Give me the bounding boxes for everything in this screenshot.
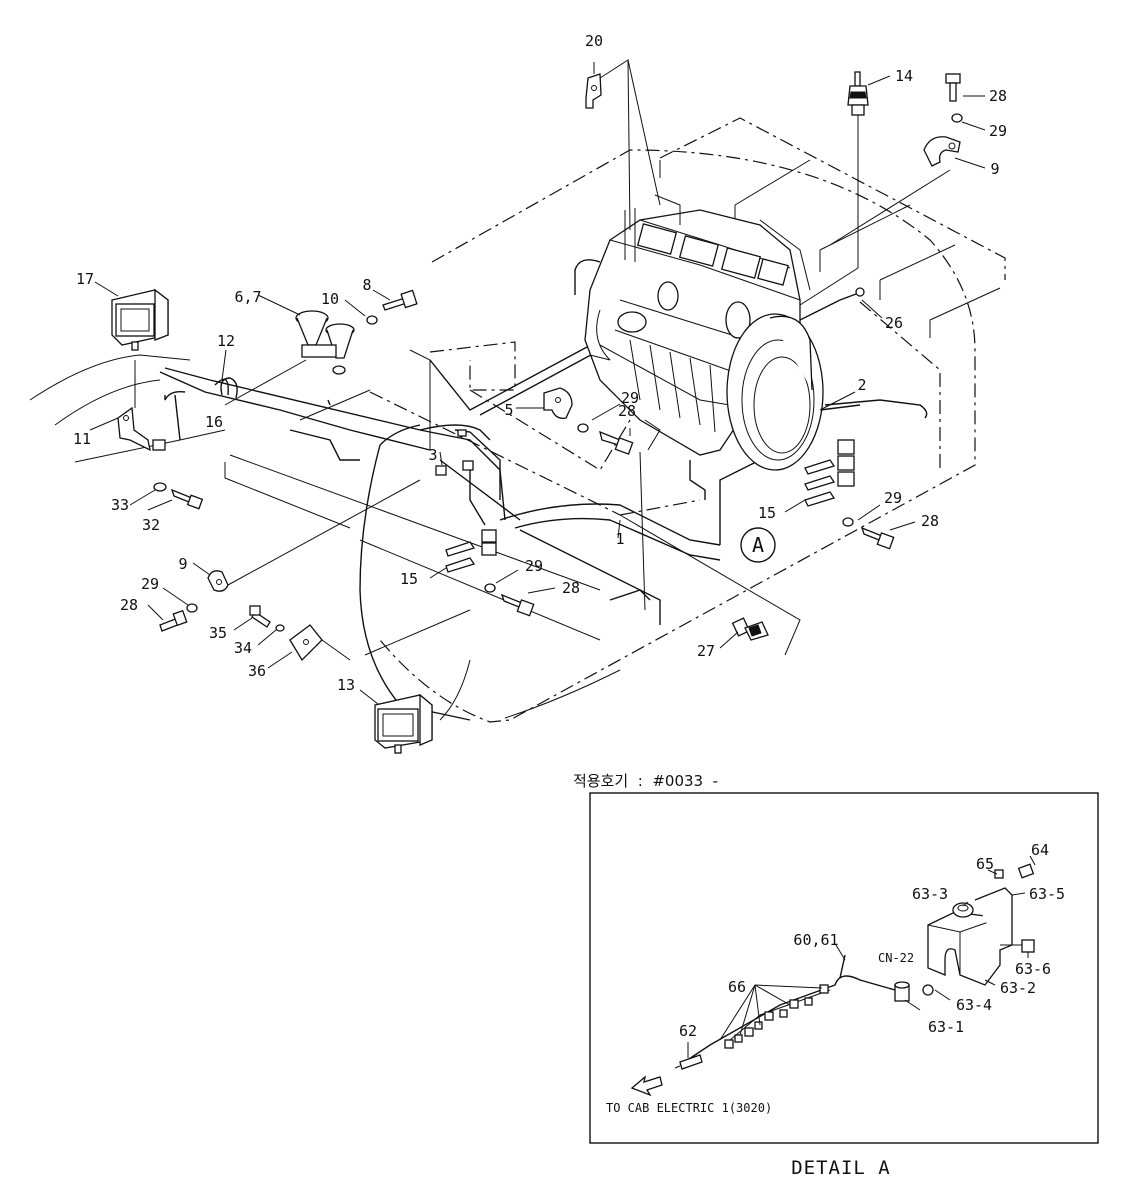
callout-15: 15 [758,504,776,522]
callout-15-b: 15 [400,570,418,588]
callout-1: 1 [615,530,624,548]
connector-label-cn22: CN-22 [878,951,914,965]
detail-a-title: DETAIL A [791,1157,891,1179]
part-28-bolt-c [860,526,895,550]
part-11-bracket [117,360,166,452]
part-12-clip [220,377,238,399]
callout-29-d: 29 [141,575,159,593]
callout-9: 9 [990,160,999,178]
engine [584,194,824,471]
detail-a-marker-letter: A [752,533,764,557]
callout-32: 32 [142,516,160,534]
part-28-bolt [945,73,961,102]
part-10-washer [366,315,378,325]
part-28-bolt-e [159,609,188,632]
part-33-washer [153,482,167,492]
callout-13: 13 [337,676,355,694]
callout-8: 8 [362,276,371,294]
callout-33: 33 [111,496,129,514]
detail-a-panel: 적용호기 : #0033 - [573,772,1099,1144]
wire-harness [159,259,928,625]
part-28-bolt-d [500,593,535,617]
callout-36: 36 [248,662,266,680]
part-35-bolt [249,605,271,628]
callout-34: 34 [234,639,252,657]
callout-16: 16 [205,413,223,431]
part-29-washer-d [484,583,496,593]
part-14-sensor [847,71,869,116]
callout-63-6: 63-6 [1015,960,1051,978]
part-27-sensor [731,617,769,641]
cab-direction-arrow [630,1075,663,1097]
part-29-washer-e [186,603,198,613]
callout-63-4: 63-4 [956,996,992,1014]
serial-applicability-note: 적용호기 : #0033 - [573,772,718,790]
part-8-bolt [382,289,418,311]
callout-62: 62 [679,1022,697,1040]
callout-28-c: 28 [921,512,939,530]
callout-28-d: 28 [120,596,138,614]
callout-29-b: 29 [621,389,639,407]
part-36-plate [289,624,351,662]
callout-11: 11 [73,430,91,448]
part-34-washer [275,624,285,632]
callout-14: 14 [895,67,913,85]
callout-17: 17 [76,270,94,288]
part-29-washer-c [842,517,854,527]
part-5-clamp [543,387,573,419]
part-63-1-pump [894,981,934,1002]
callout-9-b: 9 [178,555,187,573]
part-15-relays [804,439,855,507]
detail-leader-lines [687,855,1036,1058]
part-17-work-lamp [111,288,169,351]
callout-66: 66 [728,978,746,996]
callout-63-2: 63-2 [1000,979,1036,997]
callout-65: 65 [976,855,994,873]
part-26-terminal [799,287,865,321]
callout-3: 3 [428,446,437,464]
callout-63-5: 63-5 [1029,885,1065,903]
callout-63-1: 63-1 [928,1018,964,1036]
part-9-clamp-b [207,479,421,592]
callout-5: 5 [504,401,513,419]
part-28-bolt-b [599,430,634,455]
part-29-washer-b [577,423,589,433]
part-6-7-horn [295,310,355,375]
callout-10: 10 [321,290,339,308]
callout-labels: 20 14 28 29 9 17 6,7 10 8 26 12 16 11 5 … [73,32,1007,694]
callout-12: 12 [217,332,235,350]
callout-26: 26 [885,314,903,332]
detail-a-marker: A [740,527,776,563]
callout-29: 29 [989,122,1007,140]
callout-28-b: 28 [618,402,636,420]
callout-6-7: 6,7 [234,288,261,306]
callout-63-3: 63-3 [912,885,948,903]
callout-28-e: 28 [562,579,580,597]
callout-20: 20 [585,32,603,50]
part-9-clamp [923,136,961,167]
callout-29-e: 29 [525,557,543,575]
cab-electric-note: TO CAB ELECTRIC 1(3020) [606,1101,772,1115]
frame-lines [29,354,621,721]
part-15-relays-b [445,529,497,573]
machine-outline [299,117,1006,723]
callout-35: 35 [209,624,227,642]
callout-29-c: 29 [884,489,902,507]
part-3-connector [435,429,474,476]
leader-lines [89,59,986,705]
callout-60-61: 60,61 [793,931,838,949]
part-29-washer [951,113,963,123]
callout-28: 28 [989,87,1007,105]
detail-harness [674,954,896,1070]
callout-64: 64 [1031,841,1049,859]
callout-27: 27 [697,642,715,660]
part-20-bracket [585,73,602,109]
part-13-work-lamp [374,693,433,754]
callout-2: 2 [857,376,866,394]
part-32-bolt [170,488,204,510]
